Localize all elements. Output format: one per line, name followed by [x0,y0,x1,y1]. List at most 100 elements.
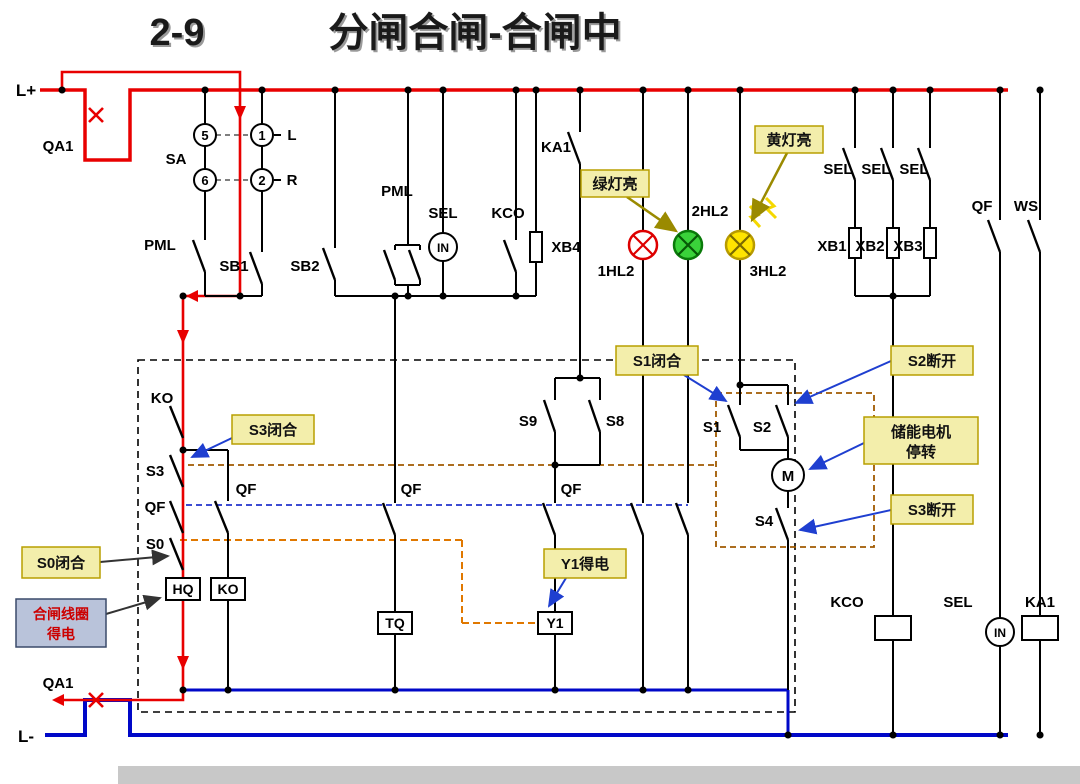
callout-yellow-on-text: 黄灯亮 [766,131,811,149]
label-contact-2: 2 [258,173,265,188]
contacts [168,131,1042,571]
contact-ws [1026,219,1042,253]
contact-qf-hl2 [674,502,690,536]
callout-closing-coil-line2: 得电 [46,626,75,642]
contact-s9 [542,399,557,433]
indicator-in-bottom [985,617,1015,647]
label-qf-ko: QF [236,481,257,498]
control-circuit-dashed-box [137,359,796,713]
labels: L+ QA1 L- QA1 SA 5 1 6 2 L R PML SB1 SB2… [16,81,1055,746]
contact-s4 [774,507,790,541]
label-kco-top: KCO [491,205,525,222]
callout-s2-open-text: S2断开 [908,352,956,370]
label-3hl2: 3HL2 [750,263,787,280]
callout-motor-stop [863,416,979,465]
label-xb1: XB1 [817,238,846,255]
label-in-bottom: IN [994,626,1006,640]
label-l-minus: L- [18,727,34,746]
callout-s3-closed-text: S3闭合 [249,421,298,439]
yellow-light-arrow [750,152,789,223]
qa1-bottom-closed-mark [88,692,104,708]
contact-pml-mid [382,249,422,281]
coil-ko [210,577,246,601]
callout-s3-closed [231,414,315,445]
callout-s1-closed [615,345,699,376]
label-s3: S3 [146,463,164,480]
y1-energized-arrow [547,577,567,608]
contact-qf-tq [381,502,397,536]
callout-s1-closed-text: S1闭合 [633,352,682,370]
callout-arrows [99,152,892,615]
contact-qf-hl1 [629,502,645,536]
label-s8: S8 [606,413,624,430]
lamp-3hl2-glow-rays [748,196,778,229]
wires-left-top [204,90,581,378]
fuse-xb2 [886,227,900,259]
page-title: 分闸合闸-合闸中 [328,11,621,55]
fuse-xb3 [923,227,937,259]
s2-open-arrow [794,360,892,404]
label-contact-1: 1 [258,128,265,143]
label-xb4: XB4 [551,239,581,256]
label-contact-6: 6 [201,173,208,188]
callout-y1-energized [543,548,627,579]
contact-qf-right [986,219,1002,253]
label-l-position: L [287,127,296,144]
label-s0: S0 [146,536,164,553]
l-minus-bus [45,698,1008,737]
lamp-2hl2-cross [677,234,699,256]
lamp-2hl2 [672,229,704,261]
coil-kco [874,615,912,641]
label-sel-b: SEL [861,161,890,178]
contact-s8 [587,399,602,433]
callout-s0-closed-text: S0闭合 [37,554,86,572]
label-sel-a: SEL [823,161,852,178]
callout-s3-open-text: S3断开 [908,501,956,519]
label-sel-bottom: SEL [943,594,972,611]
label-qf-tq: QF [401,481,422,498]
label-ka1-coil: KA1 [1025,594,1055,611]
selector-contact-5 [193,123,217,147]
callouts: 绿灯亮 黄灯亮 S1闭合 S2断开 储能电机 停转 S3断开 S3闭合 S0闭合… [15,125,979,648]
label-sel-c: SEL [899,161,928,178]
lamp-1hl2 [627,229,659,261]
contact-s2 [774,404,790,438]
callout-s2-open [890,345,974,376]
label-r-position: R [287,172,298,189]
label-ko-contact: KO [151,390,174,407]
s3-closed-arrow [190,437,233,458]
label-ka1-top: KA1 [541,139,571,156]
contact-qf-ko [213,500,230,534]
label-xb2: XB2 [855,238,884,255]
label-ko-coil: KO [218,581,239,597]
callout-y1-energized-text: Y1得电 [561,555,609,573]
label-contact-5: 5 [201,128,208,143]
lamp-3hl2-cross [729,234,751,256]
label-in-top: IN [437,241,449,255]
flow-arrow-down-1 [234,106,246,120]
contact-kco-top [502,239,518,273]
label-y1-coil: Y1 [546,615,563,631]
label-sa: SA [166,151,187,168]
lamp-3hl2 [724,196,778,261]
motor-circuit-dashed-box [715,392,875,548]
contact-sel-c [916,147,932,181]
label-qf-y1: QF [561,481,582,498]
label-s9: S9 [519,413,537,430]
lamp-1hl2-cross [632,234,654,256]
positive-rail [40,88,1008,162]
contact-sel-a [841,147,857,181]
fuse-xb1 [848,227,862,259]
label-2hl2: 2HL2 [692,203,729,220]
selector-contact-1 [250,123,274,147]
contact-sb2 [321,247,337,281]
contact-ka1-top [566,131,582,165]
contact-pml-left [191,239,207,273]
label-hq-coil: HQ [173,581,194,597]
callout-yellow-on [754,125,824,154]
contact-ko [168,405,185,439]
flow-arrow-down-3 [177,656,189,670]
contact-qf-y1 [541,502,557,536]
coil-y1 [537,611,573,635]
